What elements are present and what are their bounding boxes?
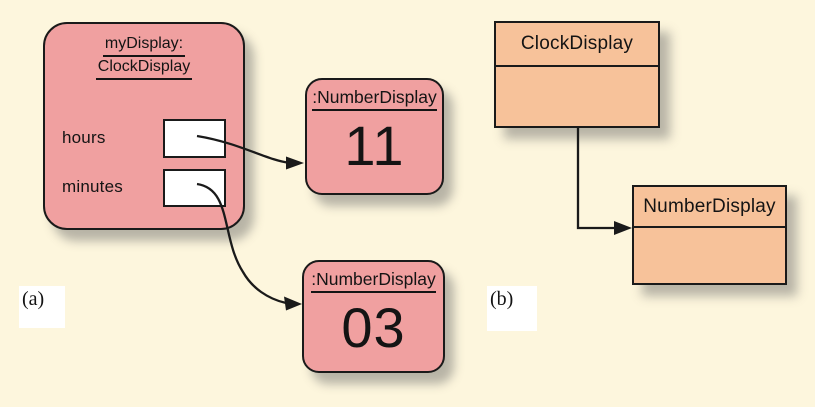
clock-display-object: myDisplay: ClockDisplay hours minutes (43, 22, 245, 230)
hours-reference-arrowhead (286, 156, 304, 170)
number-display-value: 11 (344, 114, 405, 177)
number-display-object-hours: :NumberDisplay 11 (305, 78, 444, 195)
field-label-minutes: minutes (62, 177, 123, 196)
number-display-value: 03 (341, 296, 406, 359)
number-display-title: :NumberDisplay (312, 87, 437, 111)
field-slot-hours (163, 119, 226, 158)
class-association-arrow (576, 128, 620, 230)
object-title: myDisplay: ClockDisplay (45, 34, 243, 80)
class-box-numberdisplay: NumberDisplay (632, 185, 787, 285)
number-display-title: :NumberDisplay (311, 269, 436, 293)
field-label-hours: hours (62, 128, 106, 147)
minutes-reference-arrowhead (284, 296, 302, 311)
number-display-object-minutes: :NumberDisplay 03 (302, 260, 445, 373)
class-name-label: ClockDisplay (496, 23, 658, 67)
panel-label-b: (b) (487, 286, 537, 331)
object-title-type: ClockDisplay (95, 57, 193, 80)
field-slot-minutes (163, 169, 226, 207)
object-title-name: myDisplay: (102, 34, 186, 57)
panel-label-a: (a) (19, 286, 65, 328)
class-box-clockdisplay: ClockDisplay (494, 21, 660, 128)
class-association-arrowhead (614, 221, 632, 235)
class-name-label: NumberDisplay (634, 187, 785, 228)
